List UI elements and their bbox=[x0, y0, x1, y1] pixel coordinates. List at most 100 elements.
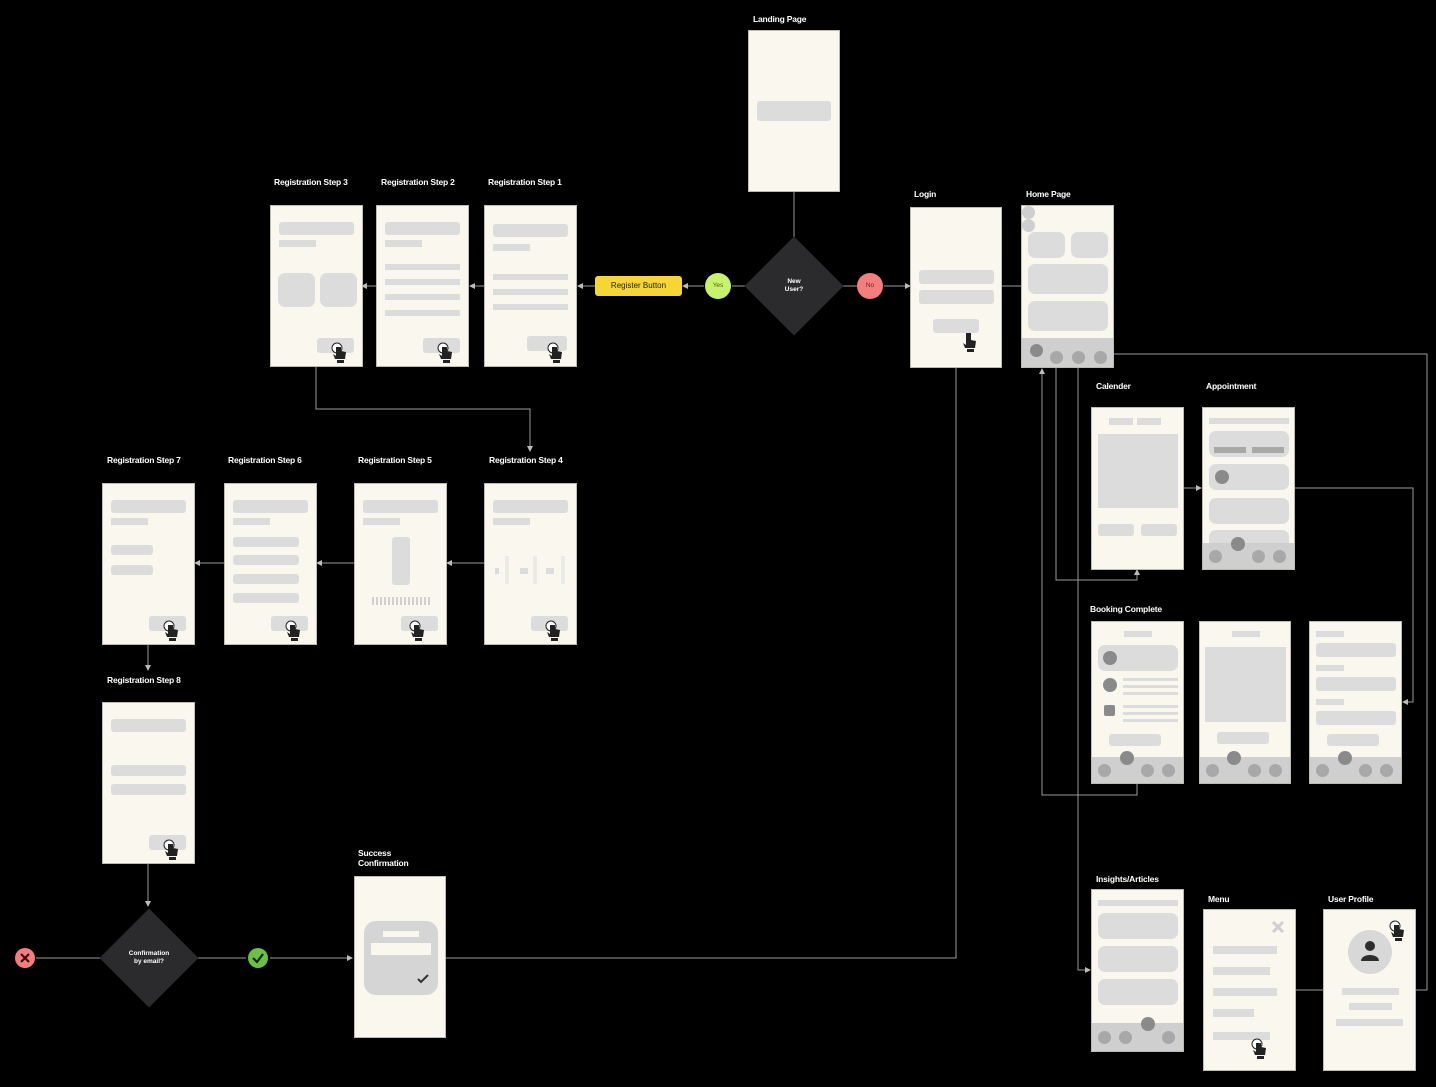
screen-booking-complete-2 bbox=[1199, 621, 1291, 784]
placeholder-line bbox=[111, 518, 148, 525]
menu-item[interactable] bbox=[1213, 1032, 1270, 1040]
register-button[interactable]: Register Button bbox=[595, 276, 682, 296]
placeholder-line bbox=[1137, 418, 1161, 425]
nav-icon[interactable] bbox=[1206, 764, 1219, 777]
decision-confirmation-text: Confirmation by email? bbox=[118, 950, 180, 966]
placeholder-line bbox=[279, 240, 316, 247]
placeholder-line bbox=[1123, 685, 1178, 688]
avatar-icon[interactable] bbox=[1022, 206, 1035, 219]
placeholder-line bbox=[1232, 631, 1260, 637]
placeholder-line bbox=[385, 240, 422, 247]
home-card[interactable] bbox=[1071, 232, 1108, 258]
label-registration-step-2: Registration Step 2 bbox=[381, 177, 455, 187]
login-button[interactable] bbox=[933, 319, 979, 333]
article-card[interactable] bbox=[1098, 979, 1178, 1005]
password-field[interactable] bbox=[919, 290, 994, 304]
home-card[interactable] bbox=[1028, 301, 1108, 331]
label-registration-step-3: Registration Step 3 bbox=[274, 177, 348, 187]
calendar-button[interactable] bbox=[1098, 524, 1134, 536]
slider-thumb[interactable] bbox=[392, 537, 410, 585]
article-card[interactable] bbox=[1098, 946, 1178, 972]
success-card-line bbox=[371, 943, 431, 955]
option-card[interactable] bbox=[278, 273, 315, 307]
decision-confirmation-line-1: Confirmation bbox=[128, 950, 170, 957]
nav-icon-active[interactable] bbox=[1030, 344, 1043, 357]
screen-registration-step-7 bbox=[102, 483, 195, 645]
option-row[interactable] bbox=[233, 593, 299, 603]
label-user-profile: User Profile bbox=[1328, 894, 1374, 904]
label-login: Login bbox=[914, 189, 937, 199]
hand-pointer-icon bbox=[1389, 920, 1404, 941]
input-field[interactable] bbox=[1316, 643, 1396, 657]
input-field[interactable] bbox=[1316, 677, 1396, 691]
placeholder-line bbox=[385, 264, 460, 270]
nav-icon[interactable] bbox=[1072, 351, 1085, 364]
close-icon[interactable] bbox=[1271, 920, 1285, 934]
option-row[interactable] bbox=[111, 545, 153, 555]
home-card[interactable] bbox=[1028, 232, 1065, 258]
confirm-button[interactable] bbox=[1327, 734, 1379, 746]
nav-icon[interactable] bbox=[1269, 764, 1282, 777]
menu-item[interactable] bbox=[1213, 967, 1270, 975]
hand-pointer-icon bbox=[547, 342, 562, 363]
booking-card[interactable] bbox=[1098, 645, 1178, 671]
option-row[interactable] bbox=[233, 574, 299, 584]
screen-registration-step-2 bbox=[376, 205, 469, 367]
nav-icon[interactable] bbox=[1209, 550, 1222, 563]
nav-icon[interactable] bbox=[1273, 550, 1286, 563]
nav-icon[interactable] bbox=[1098, 764, 1111, 777]
user-icon bbox=[1361, 941, 1379, 961]
nav-icon[interactable] bbox=[1098, 1031, 1111, 1044]
label-registration-step-4: Registration Step 4 bbox=[489, 455, 563, 465]
bottom-nav bbox=[1022, 338, 1113, 367]
nav-icon[interactable] bbox=[1162, 1031, 1175, 1044]
option-row[interactable] bbox=[233, 555, 299, 565]
option-card[interactable] bbox=[320, 273, 357, 307]
nav-icon-active[interactable] bbox=[1141, 1017, 1155, 1031]
placeholder-line bbox=[1342, 988, 1399, 995]
confirm-button[interactable] bbox=[1109, 734, 1161, 746]
appointment-card[interactable] bbox=[1209, 498, 1289, 524]
calendar-button[interactable] bbox=[1141, 524, 1177, 536]
placeholder-line bbox=[1316, 665, 1344, 671]
menu-item[interactable] bbox=[1213, 1009, 1254, 1017]
nav-icon[interactable] bbox=[1248, 764, 1261, 777]
appointment-card[interactable] bbox=[1209, 431, 1289, 457]
nav-icon[interactable] bbox=[1119, 1031, 1132, 1044]
nav-icon-active[interactable] bbox=[1231, 537, 1245, 551]
confirm-button[interactable] bbox=[1217, 732, 1269, 744]
menu-item[interactable] bbox=[1213, 988, 1277, 996]
image-placeholder bbox=[1205, 647, 1286, 722]
menu-item[interactable] bbox=[1213, 946, 1277, 954]
decision-new-user-text: New User? bbox=[769, 278, 819, 294]
username-field[interactable] bbox=[919, 270, 994, 284]
screen-user-profile bbox=[1323, 909, 1416, 1071]
option-row[interactable] bbox=[233, 537, 299, 547]
option-row[interactable] bbox=[111, 565, 153, 575]
hand-pointer-icon bbox=[437, 342, 452, 363]
nav-icon[interactable] bbox=[1094, 351, 1107, 364]
appointment-card[interactable] bbox=[1209, 464, 1289, 490]
home-card[interactable] bbox=[1028, 264, 1108, 294]
input-field[interactable] bbox=[111, 784, 186, 795]
article-card[interactable] bbox=[1098, 913, 1178, 939]
nav-icon[interactable] bbox=[1380, 764, 1393, 777]
screen-booking-complete-3 bbox=[1309, 621, 1402, 784]
input-field[interactable] bbox=[111, 765, 186, 776]
ruler-scale bbox=[372, 597, 430, 605]
calendar-grid[interactable] bbox=[1098, 434, 1178, 508]
nav-icon-active[interactable] bbox=[1227, 751, 1241, 765]
nav-icon[interactable] bbox=[1050, 351, 1063, 364]
nav-icon[interactable] bbox=[1316, 764, 1329, 777]
nav-icon-active[interactable] bbox=[1338, 751, 1352, 765]
placeholder-line bbox=[493, 289, 568, 295]
nav-icon-active[interactable] bbox=[1120, 751, 1134, 765]
nav-icon[interactable] bbox=[1141, 764, 1154, 777]
nav-icon[interactable] bbox=[1359, 764, 1372, 777]
notification-icon[interactable] bbox=[1022, 219, 1035, 232]
hand-pointer-icon bbox=[1251, 1038, 1266, 1059]
screen-booking-complete-1 bbox=[1091, 621, 1184, 784]
input-field[interactable] bbox=[1316, 711, 1396, 725]
nav-icon[interactable] bbox=[1252, 550, 1265, 563]
nav-icon[interactable] bbox=[1162, 764, 1175, 777]
